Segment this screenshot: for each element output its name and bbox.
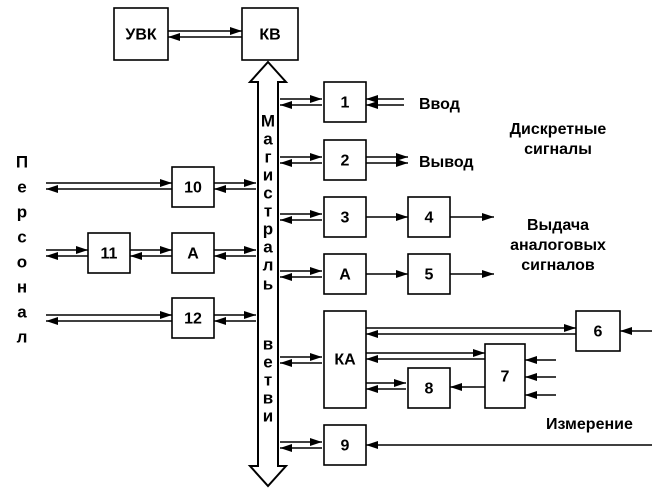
block-kv (241, 7, 299, 61)
bus-letter: ь (263, 275, 273, 294)
block-3 (323, 196, 367, 238)
personnel-letter: с (17, 228, 26, 247)
block-12-label: 12 (184, 311, 202, 328)
block-4 (407, 196, 451, 238)
bus-letter: а (263, 238, 273, 257)
link-personal-11 (46, 246, 88, 260)
bus-letter: и (263, 407, 273, 426)
block-a-right (323, 253, 367, 295)
block-7-label: 7 (501, 369, 510, 386)
analog-signals-label-1: Выдача (527, 217, 589, 234)
personnel-letter: л (17, 328, 28, 347)
block-9-label: 9 (341, 438, 350, 455)
bus-letter: в (263, 335, 273, 354)
block-ka (323, 310, 367, 409)
bus-letter: М (261, 112, 275, 131)
input-label: Ввод (419, 96, 460, 113)
block-4-label: 4 (425, 210, 434, 227)
discrete-signals-label-2: сигналы (524, 141, 592, 158)
personnel-letter: о (17, 253, 27, 272)
bus-letter: в (263, 389, 273, 408)
personnel-label: П е р с о н а л (16, 153, 28, 347)
block-11 (87, 232, 131, 274)
block-5-label: 5 (425, 267, 434, 284)
output-link (366, 153, 408, 167)
link-12-bus (214, 311, 256, 325)
block-12 (171, 297, 215, 339)
block-6 (575, 310, 621, 352)
output-label: Вывод (419, 154, 474, 171)
link-personal-10 (46, 179, 172, 193)
personnel-letter: н (17, 278, 27, 297)
block-kv-label: КВ (259, 27, 280, 44)
discrete-signals-label-1: Дискретные (510, 121, 607, 138)
block-9 (323, 424, 367, 466)
block-3-label: 3 (341, 210, 350, 227)
block-a-left (171, 232, 215, 274)
input-link (366, 95, 404, 109)
block-10-label: 10 (184, 180, 202, 197)
bus-letter: е (263, 353, 272, 372)
block-8 (407, 367, 451, 409)
bus-letter: т (264, 202, 272, 221)
personnel-letter: а (17, 303, 27, 322)
link-ka-7 (366, 349, 485, 363)
block-a-right-label: А (339, 267, 351, 284)
block-ka-label: КА (334, 352, 356, 369)
link-personal-12 (46, 311, 172, 325)
block-2-label: 2 (341, 153, 350, 170)
block-5 (407, 253, 451, 295)
link-ka-8 (366, 379, 406, 393)
block-uvk-label: УВК (125, 27, 157, 44)
link-11-a (130, 246, 172, 260)
bus-letter: а (263, 130, 273, 149)
block-uvk (113, 7, 169, 61)
block-10 (171, 166, 215, 208)
block-2 (323, 139, 367, 181)
bus-letter: с (263, 184, 272, 203)
measurement-label: Измерение (546, 416, 633, 433)
block-1-label: 1 (341, 95, 350, 112)
block-8-label: 8 (425, 381, 434, 398)
personnel-letter: е (17, 178, 26, 197)
bus-to-right-links (280, 95, 322, 452)
link-ka-6 (366, 324, 576, 338)
block-7 (484, 343, 526, 409)
bus-letter: и (263, 166, 273, 185)
link-a-bus (214, 246, 256, 260)
analog-signals-label-3: сигналов (521, 257, 595, 274)
inputs-to-7 (525, 356, 556, 399)
personnel-letter: П (16, 153, 28, 172)
bus-letter: л (263, 256, 274, 275)
block-11-label: 11 (101, 246, 118, 263)
block-6-label: 6 (594, 324, 603, 341)
link-10-bus (214, 179, 256, 193)
block-1 (323, 81, 367, 123)
block-a-left-label: А (187, 246, 199, 263)
bus-letter: т (264, 371, 272, 390)
bus-letter: г (264, 148, 271, 167)
uvk-kv-link (168, 27, 242, 41)
bus-label: М а г и с т р а л ь в е т в и (261, 112, 275, 426)
analog-signals-label-2: аналоговых (510, 237, 606, 254)
personnel-letter: р (17, 203, 27, 222)
bus-arrow (247, 60, 289, 488)
bus-letter: р (263, 220, 273, 239)
